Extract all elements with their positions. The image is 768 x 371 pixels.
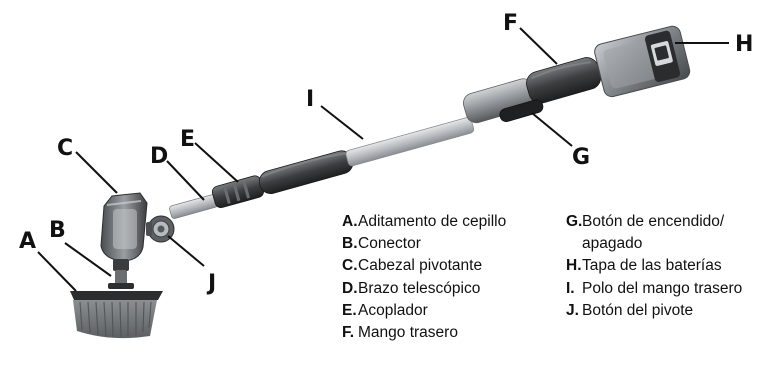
connector: [108, 259, 134, 289]
legend-label: Conector: [358, 235, 421, 253]
legend-item-g: G. Botón de encendido/: [566, 211, 742, 233]
callout-d: D: [150, 144, 168, 169]
leader-lines: [37, 27, 729, 292]
pivot-head: [100, 192, 148, 262]
legend-letter: D.: [342, 279, 358, 297]
brush-attachment: [70, 291, 163, 339]
legend-item-a: A. Aditamento de cepillo: [342, 211, 506, 233]
legend-label: Botón del pivote: [582, 301, 694, 319]
callout-b: B: [49, 218, 66, 243]
leader-line-f: [519, 27, 558, 65]
legend-letter: C.: [342, 257, 358, 275]
pivot-button: [146, 215, 175, 243]
coupler: [211, 175, 265, 209]
legend-letter: E.: [342, 301, 357, 319]
leader-line-e: [194, 142, 239, 183]
pole-foam-grip: [258, 150, 354, 194]
legend-label: Botón de encendido/: [582, 213, 725, 230]
callout-f: F: [503, 11, 518, 36]
legend-left-column: A. Aditamento de cepillo B. Conector C. …: [342, 211, 506, 344]
leader-line-j: [167, 235, 205, 267]
legend-letter: G.: [566, 213, 583, 230]
power-button-shape: [499, 99, 544, 122]
callout-i: I: [306, 87, 314, 112]
legend-label: Polo del mango trasero: [582, 279, 743, 297]
callout-a: A: [19, 229, 36, 254]
legend-item-d: D. Brazo telescópico: [342, 278, 506, 300]
leader-line-i: [320, 105, 364, 140]
legend-item-i: I. Polo del mango trasero: [566, 278, 742, 300]
telescopic-arm: [169, 194, 219, 219]
callout-letters: A B C D E F G H I J: [19, 11, 753, 296]
leader-line-g: [531, 112, 573, 147]
rear-handle-pole: [345, 117, 475, 167]
leader-line-d: [166, 160, 205, 201]
tool-illustration: [70, 25, 691, 339]
legend-item-c: C. Cabezal pivotante: [342, 255, 506, 277]
callout-j: J: [206, 271, 216, 296]
legend-letter: J.: [566, 301, 579, 319]
legend-item-e: E. Acoplador: [342, 300, 506, 322]
legend-label: Cabezal pivotante: [358, 257, 483, 275]
callout-e: E: [180, 127, 195, 152]
legend-letter: F.: [342, 324, 355, 342]
legend-letter: I.: [566, 279, 575, 297]
callout-g: G: [572, 145, 590, 170]
leader-line-b: [64, 242, 112, 277]
legend-letter: H.: [566, 257, 582, 275]
callout-c: C: [57, 136, 73, 161]
legend-label: Aditamento de cepillo: [358, 213, 507, 230]
legend-item-h: H. Tapa de las baterías: [566, 255, 742, 277]
battery-housing: [594, 25, 691, 98]
legend-item-f: F. Mango trasero: [342, 322, 506, 344]
legend-label: Tapa de las baterías: [582, 257, 722, 275]
legend-letter: B.: [342, 235, 358, 253]
legend-label: Mango trasero: [358, 324, 458, 342]
legend-label-continuation: apagado: [582, 235, 643, 253]
legend-right-column: G. Botón de encendido/ apagado H. Tapa d…: [566, 211, 742, 322]
leader-line-c: [75, 151, 118, 194]
legend-label: Brazo telescópico: [358, 279, 481, 297]
legend-label: Acoplador: [358, 301, 428, 319]
legend-letter: A.: [342, 213, 358, 230]
legend-item-j: J. Botón del pivote: [566, 300, 742, 322]
callout-h: H: [735, 32, 753, 57]
rear-handle-housing: [463, 57, 602, 124]
legend-item-b: B. Conector: [342, 233, 506, 255]
leader-line-a: [37, 251, 77, 292]
